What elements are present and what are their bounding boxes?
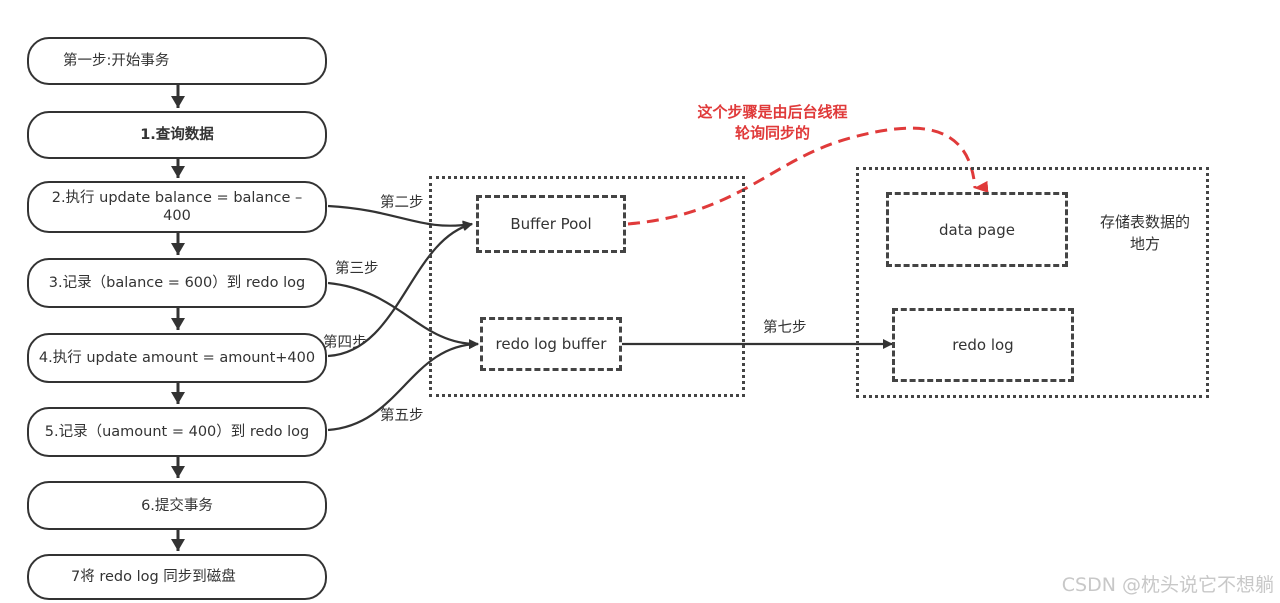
flow-step-label: 1.查询数据 [140, 127, 214, 143]
edge-label-step5: 第五步 [380, 408, 424, 424]
redo-log-box: redo log [892, 308, 1074, 382]
disk-desc-line2: 地方 [1129, 235, 1160, 253]
background-sync-annotation: 这个步骤是由后台线程 轮询同步的 [680, 102, 865, 144]
flow-step-label: 第一步:开始事务 [63, 53, 170, 69]
edge-label-step2: 第二步 [380, 195, 424, 211]
disk-area [856, 167, 1209, 398]
flow-step-label: 3.记录（balance = 600）到 redo log [48, 275, 306, 291]
flow-step-label: 6.提交事务 [141, 497, 213, 514]
buffer-pool-box: Buffer Pool [476, 195, 626, 253]
edge-label-step7: 第七步 [763, 320, 807, 336]
redo-log-label: redo log [952, 336, 1014, 354]
memory-area [429, 176, 745, 397]
watermark: CSDN @枕头说它不想躺 [1061, 574, 1274, 596]
flow-step-label: 5.记录（uamount = 400）到 redo log [44, 424, 310, 440]
annotation-line1: 这个步骤是由后台线程 [697, 103, 848, 121]
disk-desc-line1: 存储表数据的 [1099, 213, 1190, 231]
arrow-step3 [327, 281, 479, 350]
disk-area-description: 存储表数据的 地方 [1090, 211, 1200, 255]
arrow-step5 [327, 339, 479, 432]
arrow-background-sync [627, 126, 989, 226]
flow-step-sync-disk: 7将 redo log 同步到磁盘 [27, 554, 327, 600]
data-page-box: data page [886, 192, 1068, 267]
redo-log-buffer-label: redo log buffer [495, 335, 607, 353]
flow-step-update-amount: 4.执行 update amount = amount+400 [27, 333, 327, 383]
arrow-step4 [327, 221, 473, 358]
buffer-pool-label: Buffer Pool [510, 215, 592, 233]
edge-label-step3: 第三步 [335, 261, 379, 277]
flow-step-label: 7将 redo log 同步到磁盘 [71, 569, 236, 585]
flow-step-commit: 6.提交事务 [27, 481, 327, 530]
arrow-step2 [327, 204, 473, 231]
flow-step-record-balance: 3.记录（balance = 600）到 redo log [27, 258, 327, 308]
flow-step-start: 第一步:开始事务 [27, 37, 327, 85]
flow-step-label: 4.执行 update amount = amount+400 [38, 350, 316, 366]
flow-step-update-balance: 2.执行 update balance = balance – 400 [27, 181, 327, 233]
flow-step-label-cont: 400 [163, 208, 191, 224]
annotation-line2: 轮询同步的 [734, 124, 810, 142]
flow-step-record-amount: 5.记录（uamount = 400）到 redo log [27, 407, 327, 457]
redo-log-buffer-box: redo log buffer [480, 317, 622, 371]
edge-label-step4: 第四步 [323, 335, 367, 351]
flow-step-label: 2.执行 update balance = balance – [51, 190, 303, 206]
data-page-label: data page [938, 220, 1016, 239]
flow-step-query: 1.查询数据 [27, 111, 327, 159]
